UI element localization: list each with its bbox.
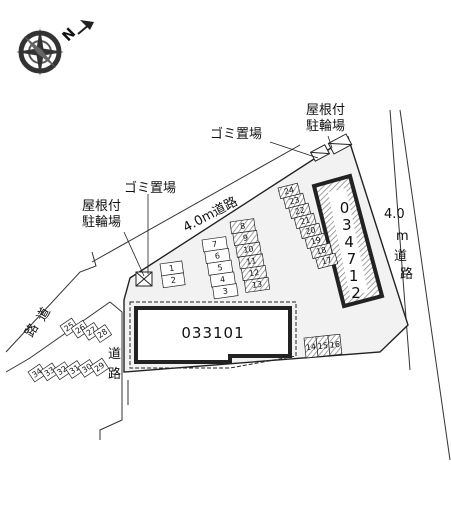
- building-main-label: 033101: [181, 324, 244, 342]
- roads: [5, 109, 451, 461]
- parking-space-number: 10: [243, 245, 254, 255]
- road-diag-edge: [91, 144, 301, 263]
- label-garbage-left: ゴミ置場: [124, 180, 176, 196]
- label-road-mid-c2: 路: [108, 366, 121, 382]
- label-covered-bike-top-1: 屋根付: [306, 103, 345, 118]
- label-road-mid-c1: 道: [108, 347, 121, 362]
- parking-space: [327, 333, 343, 356]
- parking-space: [243, 276, 271, 293]
- compass-rose-icon: N: [16, 20, 94, 76]
- label-road-right-unit: m: [396, 229, 409, 244]
- parking-space-number: 1: [169, 264, 175, 274]
- leader-lines: [123, 135, 333, 277]
- parking-space-number: 18: [315, 245, 327, 256]
- label-road-right-width: 4.0: [384, 207, 405, 222]
- parking-space: [81, 322, 102, 341]
- road-left-edge-lower: [5, 301, 123, 440]
- label-road-left-c2: 路: [22, 321, 42, 340]
- label-covered-bike-left-1: 屋根付: [82, 199, 121, 214]
- parking-space-number: 15: [317, 341, 328, 351]
- label-covered-bike-left-2: 駐輪場: [82, 214, 121, 230]
- parking-space-number: 8: [240, 221, 246, 231]
- road-left-edge-upper: [5, 251, 97, 353]
- parking-space-number: 11: [246, 256, 257, 266]
- parking-space-number: 2: [170, 275, 176, 285]
- building-right-char: 7: [347, 250, 358, 268]
- parking-space-number: 24: [283, 185, 295, 196]
- parking-space: [89, 357, 110, 377]
- parking-space-number: 12: [248, 268, 259, 278]
- parking-space: [70, 319, 90, 339]
- parking-space-number: 22: [294, 205, 306, 216]
- label-garbage-top: ゴミ置場: [210, 126, 262, 142]
- parking-space-number: 23: [288, 195, 300, 206]
- compass-north-letter: N: [60, 25, 80, 45]
- label-road-right-c1: 道: [394, 249, 407, 264]
- compass-north-arrow-icon: [80, 20, 94, 30]
- parking-space-number: 19: [310, 235, 322, 246]
- parking-space-number: 4: [220, 275, 226, 285]
- parking-space-number: 3: [222, 286, 228, 296]
- parking-space: [59, 317, 79, 337]
- building-right-char: 0: [340, 199, 351, 217]
- parking-space: [92, 324, 113, 343]
- label-covered-bike-top-2: 駐輪場: [306, 118, 345, 134]
- parking-space-number: 14: [305, 342, 316, 352]
- building-right-char: 1: [349, 267, 360, 285]
- building-right-char: 3: [342, 216, 353, 234]
- parking-space-number: 21: [299, 215, 311, 226]
- parking-space-number: 6: [214, 251, 220, 261]
- parking-space: [315, 252, 339, 270]
- label-road-right-c2: 路: [400, 266, 413, 282]
- building-033101: 033101: [129, 301, 297, 369]
- parking-space-number: 20: [305, 225, 317, 236]
- label-road-left-c1: 道: [34, 305, 53, 324]
- building-right-char: 2: [351, 284, 362, 302]
- parking-space: [212, 283, 239, 300]
- building-right-char: 4: [344, 233, 355, 251]
- parking-space-number: 9: [242, 233, 248, 243]
- parking-space-number: 16: [329, 340, 340, 350]
- parking-group-left-pair: 12: [159, 260, 186, 289]
- parking-space-number: 13: [251, 280, 262, 290]
- parking-space-number: 5: [217, 263, 223, 273]
- parking-space: [161, 272, 186, 289]
- parking-space-number: 7: [212, 239, 218, 249]
- garbage-area-left: [135, 271, 153, 287]
- parking-space-number: 17: [321, 255, 333, 266]
- road-right-edge-outer: [399, 109, 451, 461]
- parking-group-plain-col: 7 6 5 43: [201, 236, 239, 300]
